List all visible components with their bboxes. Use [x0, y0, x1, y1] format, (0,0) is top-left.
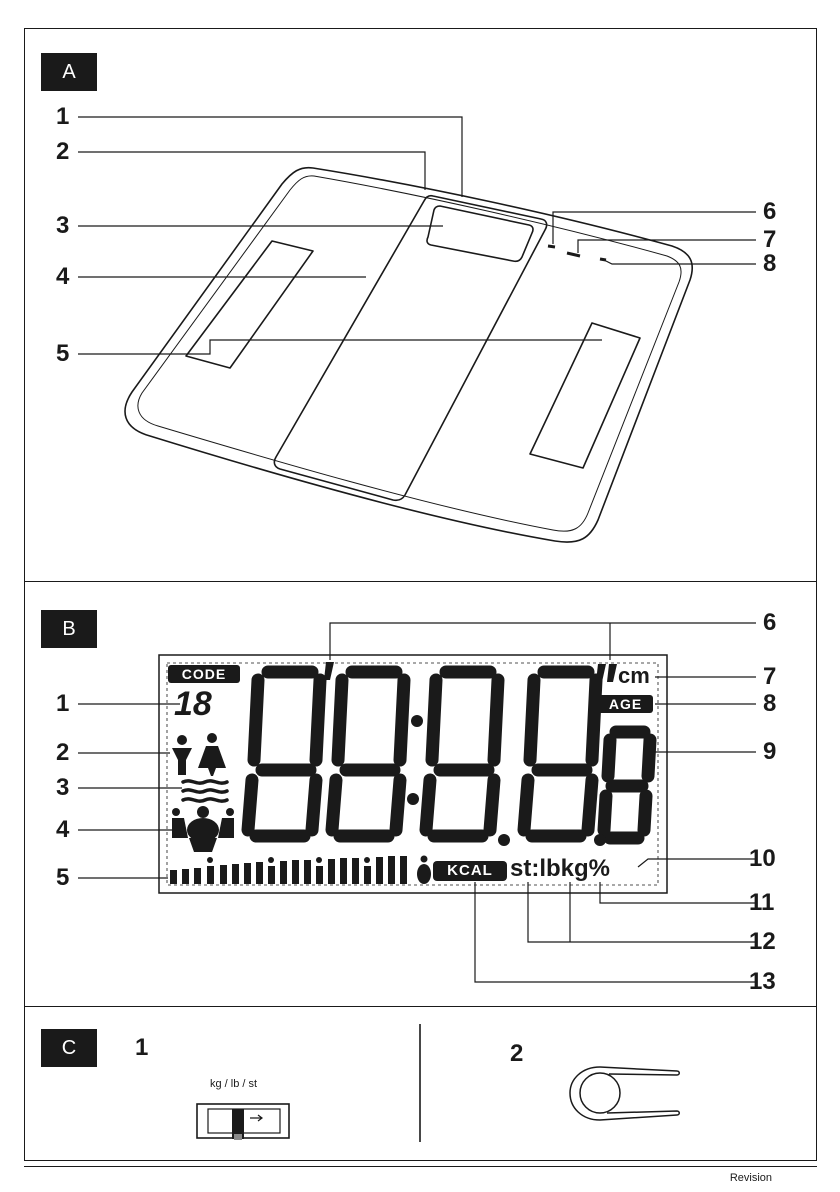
center-panel	[274, 196, 546, 501]
callout-b-4: 4	[56, 818, 69, 842]
footer-rule	[24, 1166, 817, 1167]
callout-a-5: 5	[56, 342, 69, 366]
electrode-right	[530, 323, 640, 468]
switch-illustration	[197, 1104, 289, 1140]
callout-a-6: 6	[763, 200, 776, 224]
callout-a-7: 7	[763, 228, 776, 252]
scale-outline-inner	[138, 176, 681, 531]
sensor-dot-7	[567, 253, 580, 256]
callout-b-10: 10	[749, 847, 776, 871]
callout-b-3: 3	[56, 776, 69, 800]
muscle-icon	[172, 806, 234, 852]
callout-b-2: 2	[56, 741, 69, 765]
scale-illustration	[125, 168, 692, 542]
sensor-dot-6	[548, 246, 555, 247]
lcd-code-digits: 18	[174, 684, 212, 724]
lcd-code-label: CODE	[168, 665, 240, 683]
electrode-left	[186, 241, 313, 368]
callout-b-5: 5	[56, 866, 69, 890]
big-digits	[248, 672, 650, 838]
lcd-age-label: AGE	[598, 695, 653, 713]
callout-b-11: 11	[749, 891, 774, 915]
callout-b-8: 8	[763, 692, 776, 716]
clip-number: 2	[510, 1040, 523, 1068]
sensor-dot-8	[600, 259, 606, 260]
scale-outline	[125, 168, 692, 542]
callout-b-13: 13	[749, 970, 776, 994]
callout-b-7: 7	[763, 665, 776, 689]
callout-a-4: 4	[56, 265, 69, 289]
scale-leaders	[78, 117, 756, 354]
water-icon	[183, 781, 227, 801]
clip-illustration	[570, 1067, 679, 1120]
callout-b-1: 1	[56, 692, 69, 716]
callout-b-6: 6	[763, 611, 776, 635]
switch-label: kg / lb / st	[210, 1078, 257, 1090]
footer-revision: Revision	[730, 1172, 772, 1184]
callout-b-12: 12	[749, 930, 776, 954]
callout-a-3: 3	[56, 214, 69, 238]
callout-b-9: 9	[763, 740, 776, 764]
callout-a-8: 8	[763, 252, 776, 276]
callout-a-1: 1	[56, 105, 69, 129]
callout-a-2: 2	[56, 140, 69, 164]
gender-icons	[172, 733, 226, 776]
bar-graph	[170, 856, 431, 885]
switch-number: 1	[135, 1034, 148, 1062]
lcd-kcal-label: KCAL	[433, 861, 507, 881]
lcd-cm-label: cm	[618, 664, 650, 688]
lcd-units-label: st:lbkg%	[510, 854, 610, 884]
